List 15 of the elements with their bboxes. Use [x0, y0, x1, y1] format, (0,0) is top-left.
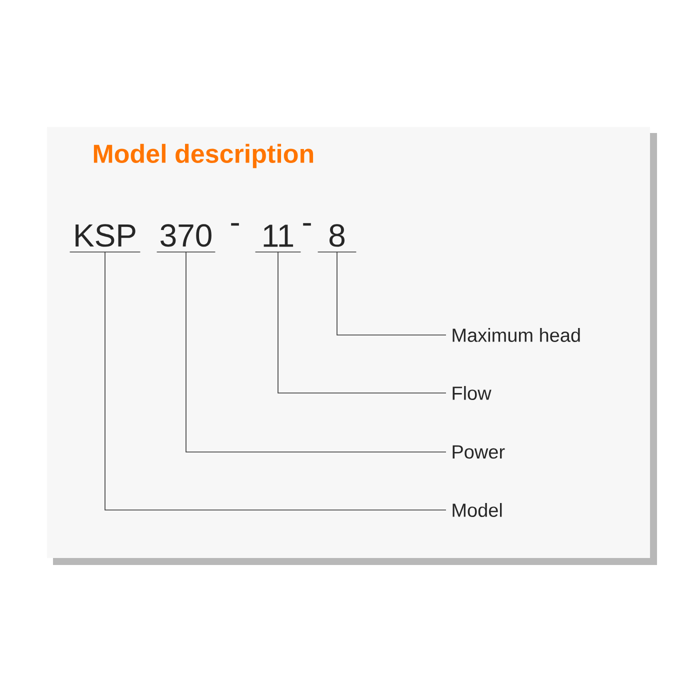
- code-segment: 370: [156, 224, 216, 252]
- separator-dash: -: [231, 223, 239, 226]
- title: Model description: [94, 144, 314, 168]
- part-label: Model: [452, 503, 502, 517]
- leader-line: [186, 252, 446, 452]
- code-segment: 11: [254, 224, 302, 252]
- part-label: Power: [452, 445, 505, 459]
- separator-dash: -: [303, 223, 311, 226]
- part-label: Flow: [452, 386, 492, 400]
- code-segment: KSP: [69, 224, 141, 252]
- leader-line: [104, 252, 446, 510]
- leader-line: [278, 252, 446, 394]
- part-label: Maximum head: [452, 328, 580, 342]
- leader-line: [336, 252, 446, 336]
- code-segment: 8: [317, 224, 357, 252]
